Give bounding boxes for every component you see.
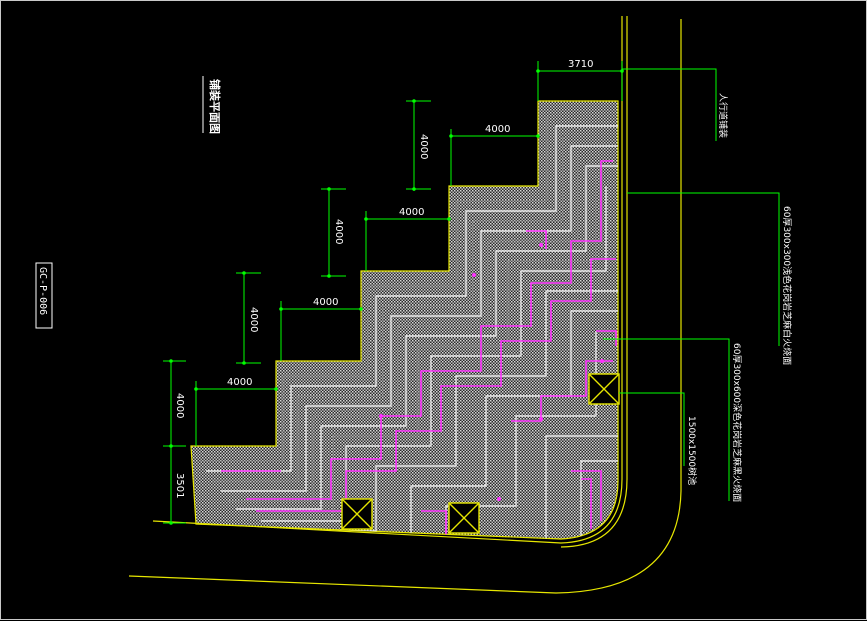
dim-step4-height: 4000	[174, 393, 185, 418]
tree-pit-bottom-left	[341, 498, 373, 530]
label-paving-a: 60厚300x300浅色花岗岩芝麻白火烧面	[781, 206, 793, 365]
drawing-title: 铺装平面图	[208, 79, 222, 134]
tree-pit-right	[588, 373, 620, 405]
drawing-code: GC-P-006	[37, 267, 48, 315]
dimension-ticks	[169, 69, 624, 525]
label-sidewalk: 人行道铺装	[717, 93, 729, 138]
plaza-paving	[190, 100, 619, 540]
road-edges	[128, 16, 682, 594]
dim-step2-width: 4000	[399, 207, 424, 218]
drawing-code-box: GC-P-006	[35, 262, 53, 329]
dim-bottom-height: 3501	[174, 473, 185, 498]
dimension-lines	[163, 61, 780, 524]
dim-step1-width: 4000	[485, 124, 510, 135]
dim-step3-width: 4000	[313, 297, 338, 308]
dim-top-width: 3710	[568, 59, 593, 70]
dim-step1-height: 4000	[418, 134, 429, 159]
dim-step3-height: 4000	[248, 307, 259, 332]
dim-step2-height: 4000	[333, 219, 344, 244]
label-paving-b: 60厚300x600深色花岗岩芝麻黑火烧面	[731, 343, 743, 502]
tree-pit-bottom-right	[448, 502, 480, 534]
label-tree-pit: 1500x1500树池	[686, 416, 698, 485]
dim-step4-width: 4000	[227, 377, 252, 388]
